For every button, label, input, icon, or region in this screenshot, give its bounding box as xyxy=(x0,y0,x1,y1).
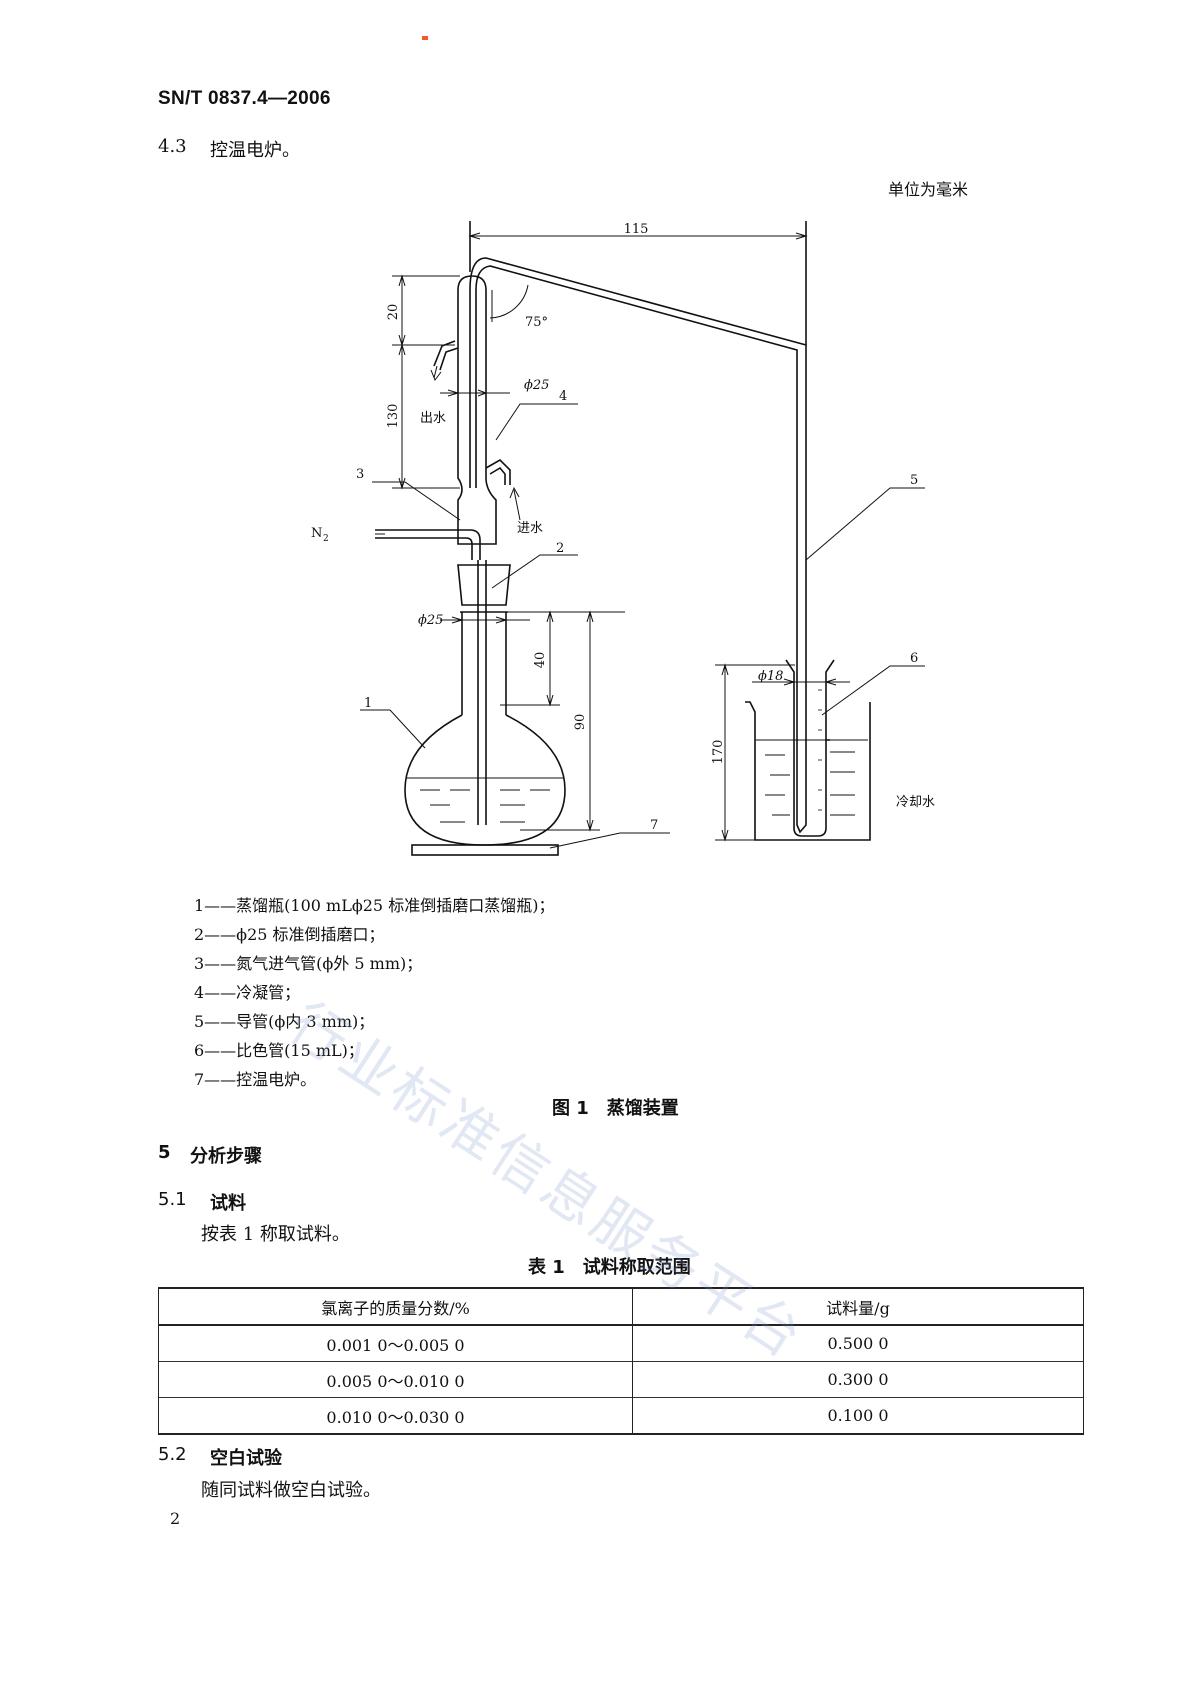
dim-height-170: 170 xyxy=(711,740,726,765)
unit-note: 单位为毫米 xyxy=(888,180,969,199)
part-number-3: 3 xyxy=(356,467,364,482)
figure-caption: 图 1 蒸馏装置 xyxy=(552,1098,679,1119)
part-number-2: 2 xyxy=(556,541,564,556)
dim-width-115: 115 xyxy=(624,222,649,237)
dim-height-130: 130 xyxy=(386,404,401,429)
legend-item-6: 6——比色管(15 mL)； xyxy=(194,1041,364,1060)
section-5-2-text: 随同试料做空白试验。 xyxy=(201,1480,381,1501)
part-number-4: 4 xyxy=(559,389,567,404)
scan-mark xyxy=(422,36,428,40)
dim-phi25-top: ϕ25 xyxy=(524,378,549,393)
part-number-5: 5 xyxy=(910,473,918,488)
table-caption: 表 1 试料称取范围 xyxy=(528,1257,691,1278)
dim-phi18: ϕ18 xyxy=(758,669,783,684)
part-number-7: 7 xyxy=(650,818,658,833)
standard-number: SN/T 0837.4—2006 xyxy=(158,88,331,109)
legend-item-1: 1——蒸馏瓶(100 mLϕ25 标准倒插磨口蒸馏瓶)； xyxy=(194,896,555,915)
sample-mass-table: 氯离子的质量分数/% 试料量/g 0.001 0～0.005 0 0.500 0… xyxy=(158,1287,1084,1435)
table-row: 0.005 0～0.010 0 0.300 0 xyxy=(158,1361,1084,1398)
table-cell-range: 0.005 0～0.010 0 xyxy=(158,1361,633,1398)
table-row: 0.010 0～0.030 0 0.100 0 xyxy=(158,1397,1084,1435)
table-cell-mass: 0.100 0 xyxy=(632,1397,1084,1435)
table-cell-range: 0.001 0～0.005 0 xyxy=(158,1324,633,1362)
label-n2: N xyxy=(311,526,322,541)
table-cell-range: 0.010 0～0.030 0 xyxy=(158,1397,633,1435)
section-5-title: 分析步骤 xyxy=(190,1146,262,1167)
legend-item-4: 4——冷凝管； xyxy=(194,983,301,1002)
legend-item-5: 5——导管(ϕ内 3 mm)； xyxy=(194,1012,375,1031)
table-row: 0.001 0～0.005 0 0.500 0 xyxy=(158,1324,1084,1362)
dim-height-90: 90 xyxy=(573,714,588,731)
part-number-1: 1 xyxy=(364,696,372,711)
table-header-sample-mass: 试料量/g xyxy=(632,1287,1084,1326)
table-cell-mass: 0.500 0 xyxy=(632,1324,1084,1362)
label-cooling-water: 冷却水 xyxy=(896,795,935,810)
section-4-3-title: 控温电炉。 xyxy=(210,140,300,161)
table-header-chloride: 氯离子的质量分数/% xyxy=(158,1287,633,1326)
legend-item-3: 3——氮气进气管(ϕ外 5 mm)； xyxy=(194,954,423,973)
table-cell-mass: 0.300 0 xyxy=(632,1361,1084,1398)
legend-item-2: 2——ϕ25 标准倒插磨口； xyxy=(194,925,385,944)
dim-phi25-bottom: ϕ25 xyxy=(418,613,443,628)
section-5-1-title: 试料 xyxy=(210,1193,246,1214)
section-5-2-number: 5.2 xyxy=(158,1444,187,1465)
part-number-6: 6 xyxy=(910,651,918,666)
legend-item-7: 7——控温电炉。 xyxy=(194,1070,317,1089)
section-5-1-number: 5.1 xyxy=(158,1189,187,1210)
dim-height-40: 40 xyxy=(533,652,548,669)
section-5-2-title: 空白试验 xyxy=(210,1448,282,1469)
label-in-water: 进水 xyxy=(517,521,543,536)
label-n2-subscript: 2 xyxy=(323,534,329,544)
section-5-1-text: 按表 1 称取试料。 xyxy=(201,1224,350,1245)
dim-angle-75: 75° xyxy=(525,315,548,330)
section-5-number: 5 xyxy=(158,1142,171,1163)
dim-height-20: 20 xyxy=(386,304,401,321)
label-out-water: 出水 xyxy=(420,411,446,426)
section-4-3-number: 4.3 xyxy=(158,136,187,157)
page-number: 2 xyxy=(170,1509,181,1528)
